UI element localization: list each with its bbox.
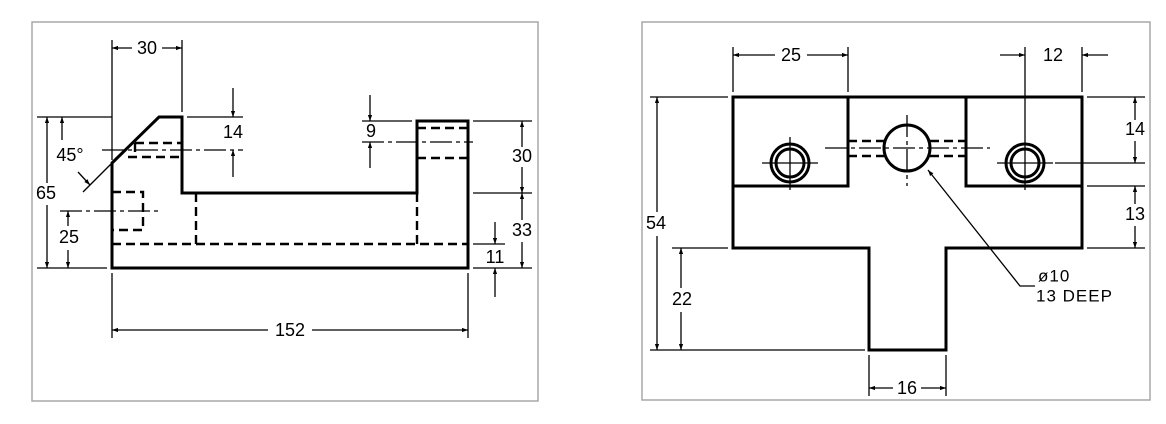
callout-diameter: ø10 [1038,266,1070,285]
dim-block-remaining: 13 [1125,204,1145,224]
front-view-frame [31,21,539,402]
dim-chamfer-angle: 45° [56,145,83,165]
right-counterbored-hole [997,137,1053,190]
top-dimension-labels: 25 12 14 13 54 22 16 ø10 13 DEEP [646,45,1145,398]
dim-left-block-width: 25 [781,45,801,65]
dim-hole-offset: 9 [366,121,376,141]
dim-hole-edge-offset: 12 [1043,45,1063,65]
callout-leader [927,169,1035,287]
front-center-lines [60,141,473,212]
top-hidden-lines [848,139,966,158]
front-dimension-labels: 30 14 9 30 33 11 65 45° 25 152 [33,38,532,340]
left-raised-block [733,97,850,188]
dim-tab-width: 16 [897,378,917,398]
top-dimension-lines [654,52,1138,391]
front-dimension-lines [44,45,525,333]
front-hidden-lines [112,126,468,246]
dim-tab-length: 22 [672,289,692,309]
dim-side-hole-height: 25 [59,227,79,247]
dim-floor-thickness: 11 [486,247,505,267]
front-extension-lines [37,40,532,338]
front-view-panel: 30 14 9 30 33 11 65 45° 25 152 [31,21,539,402]
left-counterbored-hole [762,137,818,190]
top-view-panel: 25 12 14 13 54 22 16 ø10 13 DEEP [641,21,1151,401]
dim-upright-height: 30 [512,146,532,166]
dim-hole-center-from-top: 14 [1125,119,1145,139]
dim-overall-length: 152 [275,320,305,340]
dim-slot-depth: 14 [223,122,243,142]
dim-base-height: 33 [512,220,532,240]
dim-top-width: 30 [137,38,157,58]
dim-overall-height: 65 [36,183,56,203]
right-raised-block [964,97,1082,188]
dim-overall-depth: 54 [646,213,666,233]
callout-depth: 13 DEEP [1036,286,1113,305]
top-view-frame [641,21,1151,401]
top-view-outline [731,95,1084,352]
top-center-lines [825,115,990,186]
